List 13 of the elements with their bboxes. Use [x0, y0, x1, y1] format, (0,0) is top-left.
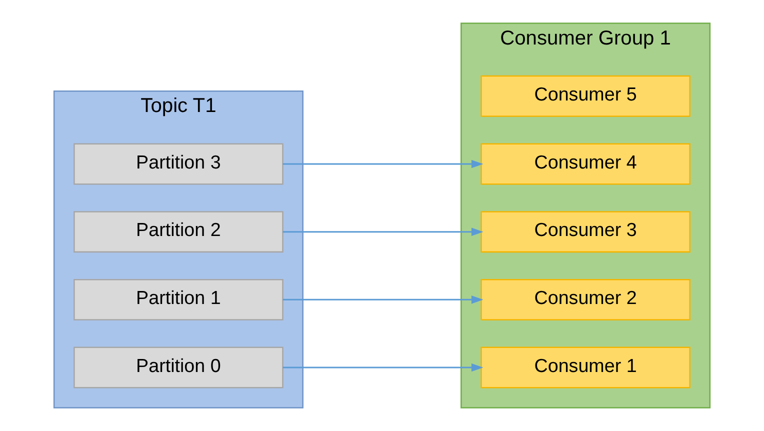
node-box: Partition 1 [74, 278, 284, 320]
node-box: Consumer 5 [480, 75, 690, 117]
node-box: Consumer 4 [480, 143, 690, 185]
node-box: Partition 2 [74, 211, 284, 253]
node-box: Partition 0 [74, 346, 284, 388]
arrow [282, 296, 484, 304]
arrow [282, 363, 484, 372]
node-box: Consumer 2 [480, 278, 690, 320]
node-box: Consumer 1 [480, 346, 690, 388]
node-box: Partition 3 [74, 143, 284, 185]
arrow [282, 228, 484, 236]
arrow [282, 160, 484, 168]
node-box: Consumer 3 [480, 211, 690, 253]
